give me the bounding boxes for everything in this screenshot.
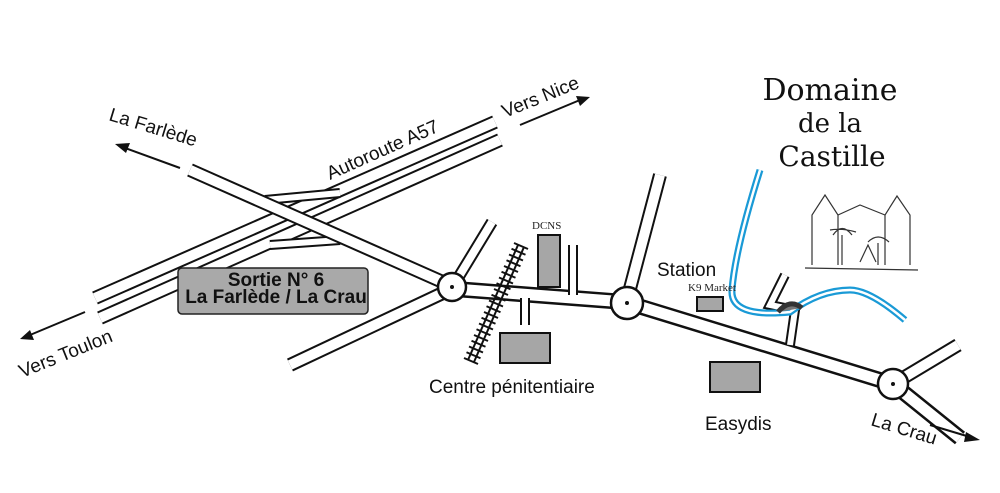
title-line3: Castille (778, 140, 885, 173)
exit-sign-line2: La Farlède / La Crau (185, 287, 367, 308)
rail-tie (478, 322, 494, 331)
rail-tie (463, 357, 479, 365)
rail-tie (491, 293, 506, 302)
rail-tie (476, 328, 491, 337)
building-market (696, 296, 724, 312)
label-station: Station (657, 260, 716, 281)
rail-tie (488, 299, 504, 308)
rail-tie (498, 276, 514, 285)
rail-tie (468, 345, 484, 354)
label-dcns: DCNS (532, 220, 561, 232)
arrow-farlede (124, 147, 181, 169)
rail-tie (486, 305, 501, 314)
exit-sign-line1: Sortie N° 6 (228, 270, 324, 291)
label-market: K9 Market (688, 282, 736, 294)
rail-tie (473, 334, 489, 342)
railway (463, 242, 529, 365)
arrow-crau (929, 424, 971, 438)
rail-tie (501, 270, 516, 279)
direction-arrows (20, 96, 980, 442)
title-line2: de la (798, 109, 862, 139)
label-easydis: Easydis (705, 414, 772, 435)
building-prison (499, 332, 551, 364)
river (728, 168, 908, 323)
roads (92, 115, 966, 445)
rail-tie (506, 259, 521, 268)
rail-tie (503, 265, 519, 273)
arrow-toulon (29, 311, 86, 336)
rail-tie (496, 282, 511, 291)
rail-tie (471, 339, 486, 348)
rail-tie (513, 242, 529, 250)
arrow-nice (519, 99, 581, 126)
rail-tie (466, 351, 481, 360)
title-line1: Domaine (762, 73, 897, 108)
buildings (499, 234, 761, 393)
label-prison: Centre pénitentiaire (429, 377, 595, 398)
estate-title: Domaine de la Castille (762, 73, 897, 173)
castle-drawing (804, 193, 919, 271)
exit-sign: Sortie N° 6 La Farlède / La Crau (177, 267, 369, 315)
label-vers-nice: Vers Nice (499, 73, 582, 123)
building-easydis (709, 361, 761, 393)
building-dcns (537, 234, 561, 288)
bridge (776, 301, 804, 314)
rail-tie (511, 247, 526, 256)
rail-tie (493, 288, 509, 296)
rail-tie (481, 316, 496, 325)
rail-tie (508, 253, 524, 262)
rail-tie (483, 311, 499, 319)
